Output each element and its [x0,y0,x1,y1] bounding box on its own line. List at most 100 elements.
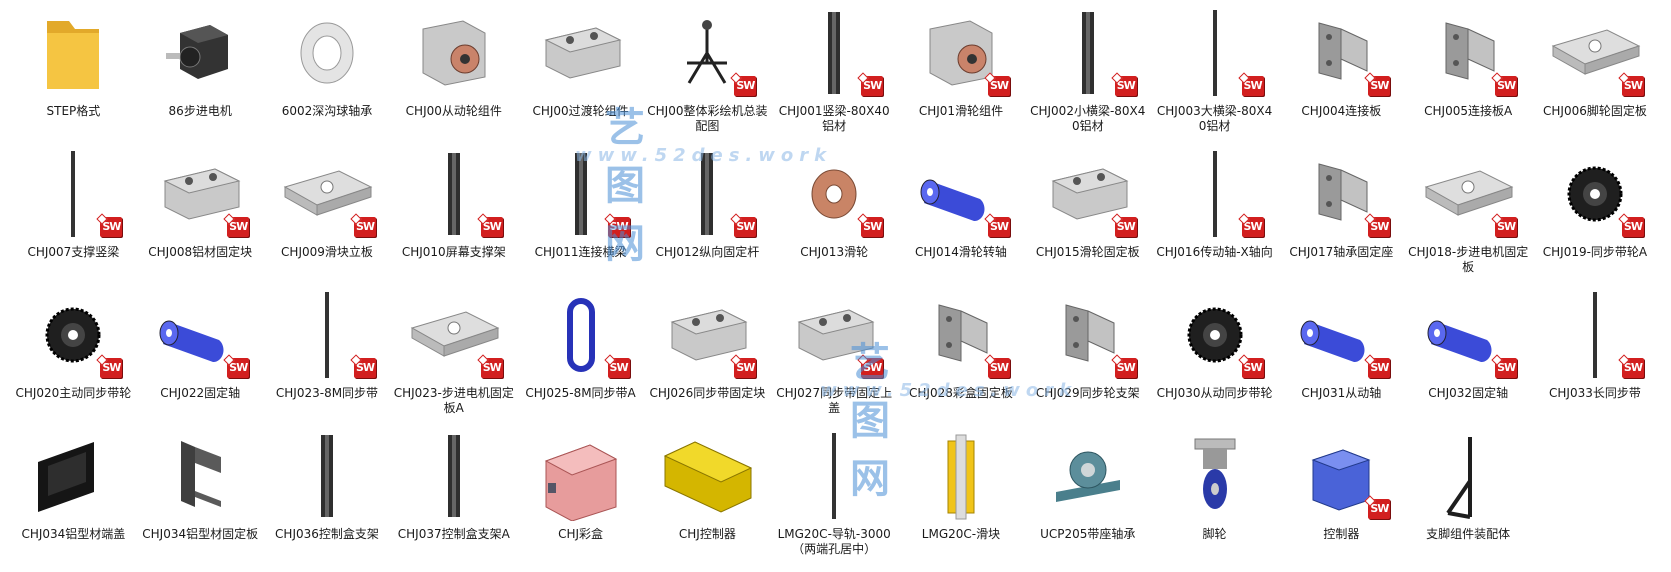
solidworks-badge-icon: SW [1495,217,1518,237]
solidworks-badge-icon: SW [227,358,250,378]
solidworks-badge-icon: SW [987,76,1010,96]
file-name-label: CHJ018-步进电机固定板 [1408,245,1529,274]
file-item[interactable]: 6002深沟球轴承 [264,8,391,149]
file-item[interactable]: LMG20C-导轨-3000（两端孔居中） [771,431,898,572]
file-item[interactable]: SW CHJ020主动同步带轮 [10,290,137,431]
file-name-label: CHJ012纵向固定杆 [655,245,760,259]
solidworks-badge-icon: SW [353,358,376,378]
part-thumbnail-icon: SW [272,149,382,239]
file-item[interactable]: CHJ034铝型材固定板 [137,431,264,572]
solidworks-badge-icon: SW [1114,358,1137,378]
file-item[interactable]: SW CHJ008铝材固定块 [137,149,264,290]
file-name-label: CHJ002小横梁-80X40铝材 [1030,104,1146,133]
file-item[interactable]: SW CHJ014滑轮转轴 [898,149,1025,290]
file-item[interactable]: SW CHJ003大横梁-80X40铝材 [1151,8,1278,149]
part-thumbnail-icon: SW [1033,290,1143,380]
part-thumbnail-icon: SW [1160,8,1270,98]
file-item[interactable]: UCP205带座轴承 [1024,431,1151,572]
file-name-label: CHJ020主动同步带轮 [15,386,132,400]
file-name-label: STEP格式 [46,104,101,118]
file-item[interactable]: CHJ彩盒 [517,431,644,572]
solidworks-badge-icon: SW [1368,217,1391,237]
file-name-label: CHJ010屏幕支撑架 [401,245,506,259]
solidworks-badge-icon: SW [1114,217,1137,237]
file-item[interactable]: SW CHJ033长同步带 [1532,290,1659,431]
file-item[interactable]: SW CHJ029同步轮支架 [1024,290,1151,431]
part-thumbnail-icon: SW [145,290,255,380]
solidworks-badge-icon: SW [480,358,503,378]
part-thumbnail-icon [272,431,382,521]
part-thumbnail-icon: SW [1160,290,1270,380]
file-name-label: CHJ00整体彩绘机总装配图 [647,104,768,133]
file-item[interactable]: CHJ00从动轮组件 [390,8,517,149]
file-item[interactable]: SW CHJ012纵向固定杆 [644,149,771,290]
part-thumbnail-icon [1413,431,1523,521]
file-item[interactable]: CHJ控制器 [644,431,771,572]
file-name-label: CHJ036控制盒支架 [275,527,379,541]
file-name-label: CHJ030从动同步带轮 [1156,386,1273,400]
file-item[interactable]: STEP格式 [10,8,137,149]
file-item[interactable]: 86步进电机 [137,8,264,149]
part-thumbnail-icon: SW [906,8,1016,98]
solidworks-badge-icon: SW [1621,358,1644,378]
file-name-label: CHJ029同步轮支架 [1035,386,1140,400]
solidworks-badge-icon: SW [861,76,884,96]
file-name-label: CHJ003大横梁-80X40铝材 [1156,104,1273,133]
part-thumbnail-icon: SW [1540,8,1650,98]
file-item[interactable]: 支脚组件装配体 [1405,431,1532,572]
part-thumbnail-icon: SW [18,290,128,380]
solidworks-badge-icon: SW [987,217,1010,237]
part-thumbnail-icon [145,8,255,98]
part-thumbnail-icon: SW [779,8,889,98]
file-name-label: CHJ014滑轮转轴 [915,245,1007,259]
file-item[interactable]: CHJ034铝型材端盖 [10,431,137,572]
file-item[interactable]: LMG20C-滑块 [898,431,1025,572]
file-item[interactable]: CHJ037控制盒支架A [390,431,517,572]
part-thumbnail-icon: SW [18,149,128,239]
part-thumbnail-icon: SW [145,149,255,239]
file-name-label: CHJ006脚轮固定板 [1543,104,1647,118]
solidworks-badge-icon: SW [734,217,757,237]
file-item[interactable]: CHJ036控制盒支架 [264,431,391,572]
file-item[interactable]: CHJ00过渡轮组件 [517,8,644,149]
file-name-label: CHJ016传动轴-X轴向 [1156,245,1273,259]
file-item[interactable]: 脚轮 [1151,431,1278,572]
solidworks-badge-icon: SW [1368,499,1391,519]
part-thumbnail-icon: SW [399,290,509,380]
part-thumbnail-icon [145,431,255,521]
part-thumbnail-icon: SW [652,149,762,239]
file-name-label: CHJ008铝材固定块 [148,245,253,259]
solidworks-badge-icon: SW [607,358,630,378]
file-item[interactable]: SW CHJ006脚轮固定板 [1532,8,1659,149]
file-item[interactable]: SW CHJ018-步进电机固定板 [1405,149,1532,290]
file-item[interactable]: SW CHJ030从动同步带轮 [1151,290,1278,431]
file-name-label: CHJ033长同步带 [1549,386,1641,400]
file-name-label: CHJ019-同步带轮A [1542,245,1648,259]
